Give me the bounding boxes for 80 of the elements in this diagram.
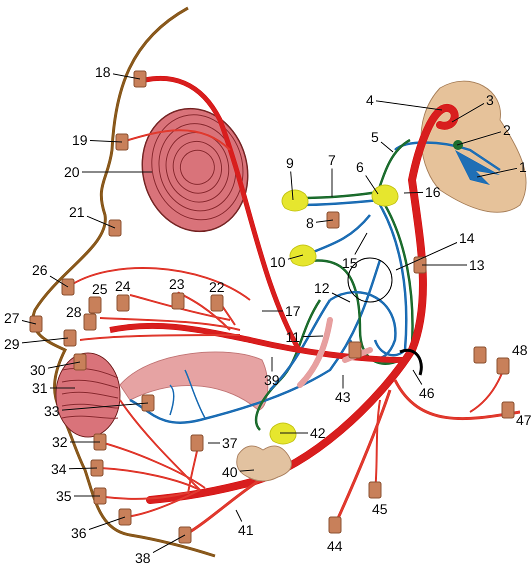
callout-number: 44 [327,538,343,554]
leader-line [280,432,308,434]
leader-line [476,168,518,178]
leader-line [90,140,122,142]
leader-line [68,468,98,470]
callout-number: 20 [64,164,80,180]
callout-number: 34 [51,462,67,476]
callout-number: 43 [335,390,351,404]
callout-number: 7 [328,152,336,168]
leader-line [452,102,484,122]
callout-number: 10 [270,254,286,270]
callout-number: 29 [4,336,20,352]
leader-line [412,370,422,385]
leader-line [152,534,186,554]
callout-number: 38 [135,550,151,565]
callout-number: 28 [66,304,82,320]
leader-line [316,220,334,223]
callout-number: 45 [372,502,388,516]
callout-number: 36 [71,526,87,540]
leader-line [22,320,36,324]
callout-number: 26 [32,262,48,278]
callout-number: 37 [222,436,238,450]
leader-line [22,338,68,344]
leader-line [302,336,324,338]
callout-number: 4 [366,92,374,108]
leader-line [48,362,80,369]
leader-line [88,516,126,530]
callout-number: 18 [95,64,111,80]
callout-number: 21 [69,204,85,220]
leader-line [404,192,424,194]
callout-number: 5 [371,130,379,144]
leader-line [354,232,368,255]
callout-number: 24 [115,278,131,294]
callout-number: 31 [32,380,48,396]
callout-number: 8 [306,216,314,230]
leader-line [236,510,242,522]
leader-line [208,442,220,444]
leader-line [288,254,304,260]
callout-number: 6 [356,160,364,174]
callout-number: 3 [486,92,494,108]
callout-number: 17 [285,304,301,318]
callout-number: 46 [419,386,435,400]
callout-number: 30 [30,362,46,378]
leader-line [332,292,350,302]
leader-line [342,374,344,389]
callout-number: 13 [469,258,485,272]
leader-line [422,264,468,266]
callout-number: 47 [516,412,531,428]
callout-number: 27 [4,310,20,326]
callout-number: 42 [310,426,326,440]
callout-number: 9 [286,156,294,170]
leader-line [50,276,68,288]
callout-number: 12 [314,280,330,296]
callout-number: 15 [342,256,358,270]
leader-line [86,216,116,228]
callout-number: 48 [512,342,528,358]
callout-number: 35 [56,488,72,504]
leader-line [380,142,394,152]
leader-line [376,100,442,110]
callout-number: 2 [503,122,511,138]
callout-number: 40 [222,464,238,480]
leader-line [62,402,148,411]
leader-line [112,73,140,80]
callout-number: 23 [169,276,185,292]
callout-number: 25 [92,282,108,296]
callout-number: 39 [264,372,280,388]
callout-number: 33 [44,404,60,418]
leader-line [290,171,294,200]
leader-line [456,131,502,146]
callout-number: 19 [72,132,88,148]
leader-line [365,175,378,194]
callout-number: 41 [238,522,254,538]
leader-line [262,310,284,312]
callout-number: 16 [425,184,441,200]
callout-number: 32 [52,434,68,450]
leader-line [396,242,458,270]
callout-number: 1 [519,160,527,174]
callout-number: 14 [459,230,475,246]
callout-number: 22 [209,280,225,294]
leader-line [240,470,254,472]
